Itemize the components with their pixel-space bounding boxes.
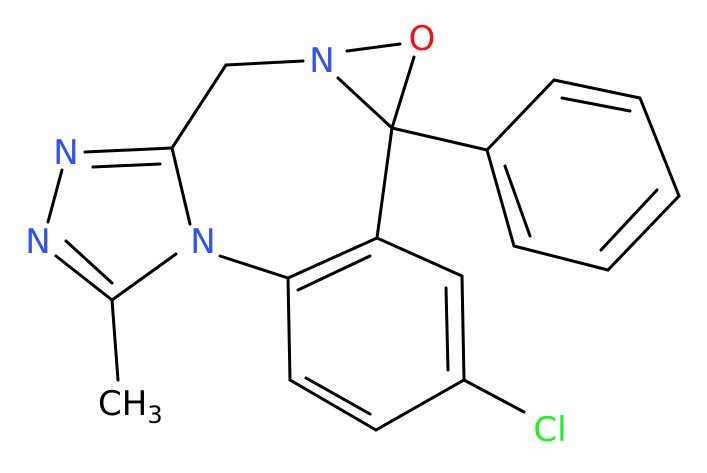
bond: [512, 244, 610, 272]
atom-label-n-triazole-upper: N: [53, 133, 78, 173]
bond: [606, 194, 681, 272]
bond: [170, 63, 228, 150]
methyl-subscript: 3: [147, 401, 162, 429]
bond: [485, 78, 556, 152]
bond: [345, 42, 402, 53]
bond: [638, 96, 681, 198]
bond: [218, 254, 290, 280]
bond-inner: [560, 96, 632, 113]
bond: [83, 146, 174, 154]
atom-label-chlorine: Cl: [533, 410, 566, 450]
bond: [462, 378, 526, 414]
atom-label-n-triazole-lower: N: [25, 222, 50, 262]
bond: [54, 254, 114, 302]
bond-inner: [503, 164, 532, 238]
bond: [390, 126, 489, 152]
bond: [110, 252, 178, 302]
bond: [288, 378, 378, 432]
bond: [552, 78, 642, 100]
bond-layer: [46, 42, 681, 432]
atom-label-n-ring-fusion: N: [190, 222, 215, 262]
bond-inner: [91, 162, 162, 169]
atom-label-oxygen: O: [409, 19, 436, 59]
bond-inner: [599, 188, 659, 252]
bond-inner: [296, 254, 372, 292]
bond: [286, 276, 292, 382]
bond: [286, 236, 379, 280]
bond: [390, 55, 416, 130]
bond: [460, 274, 466, 382]
bond: [46, 168, 64, 224]
atom-label-methyl: CH3: [98, 384, 163, 429]
bond: [170, 146, 192, 226]
methyl-ch: CH: [98, 384, 147, 424]
atom-label-n-top: N: [309, 41, 334, 81]
bond: [375, 236, 464, 278]
bond: [374, 378, 466, 432]
bond: [485, 148, 516, 248]
bond: [375, 126, 394, 240]
bond: [224, 59, 305, 67]
bond-inner: [64, 239, 114, 285]
bond-inner: [444, 286, 450, 372]
bond-inner: [304, 376, 372, 416]
bond: [336, 76, 394, 130]
bond: [110, 298, 120, 382]
